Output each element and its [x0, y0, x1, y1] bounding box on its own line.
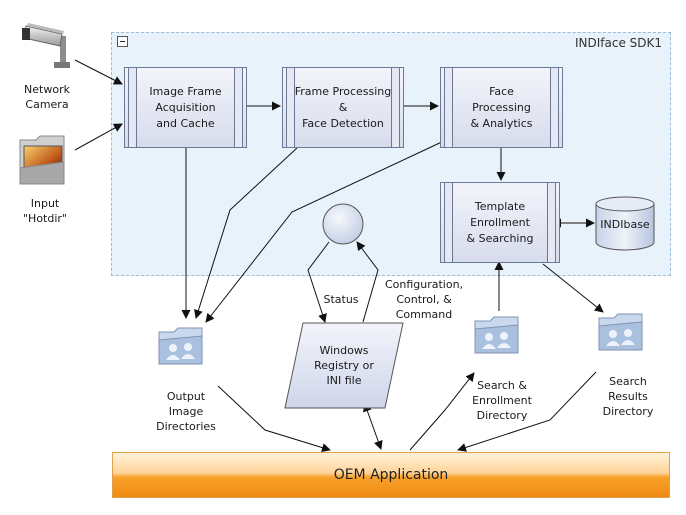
arrow-camera-to-acquisition [74, 59, 123, 85]
arrow-analytics-to-output [205, 139, 447, 323]
sdk-title: INDIface SDK1 [574, 36, 662, 50]
acquisition-label: Image Frame Acquisition and Cache [149, 84, 222, 130]
search-results-label: Search Results Directory [602, 375, 654, 418]
output-folder-icon[interactable] [158, 326, 204, 366]
arrow-status [307, 241, 330, 323]
search-results-folder-icon[interactable] [598, 312, 644, 352]
collapse-icon[interactable] [117, 36, 128, 47]
search-enrollment-folder-icon[interactable] [474, 315, 520, 355]
detection-label: Frame Processing & Face Detection [294, 84, 392, 130]
oem-application-bar[interactable]: OEM Application [112, 452, 670, 498]
arrow-enrollment-to-results [542, 263, 604, 313]
database-icon[interactable] [594, 196, 656, 252]
enrollment-process[interactable]: Template Enrollment & Searching [440, 182, 560, 263]
analytics-label: Face Processing & Analytics [470, 84, 533, 130]
arrow-detection-to-output [194, 147, 298, 319]
hotdir-label: Input "Hotdir" [23, 197, 67, 225]
detection-process[interactable]: Frame Processing & Face Detection [282, 67, 404, 148]
database-label: INDIbase [600, 218, 650, 231]
enrollment-label: Template Enrollment & Searching [466, 199, 534, 245]
output-directories-label: Output Image Directories [156, 390, 216, 433]
arrow-registry-oem [363, 402, 383, 450]
arrow-hotdir-to-acquisition [74, 123, 123, 151]
registry-label: Windows Registry or INI file [314, 344, 374, 387]
status-node-icon [322, 203, 364, 245]
arrow-oem-to-searchdir [409, 372, 475, 451]
search-enrollment-label: Search & Enrollment Directory [472, 379, 532, 422]
network-camera-label: Network Camera [24, 83, 70, 111]
oem-application-label: OEM Application [333, 467, 449, 483]
registry-shape[interactable] [283, 322, 405, 410]
arrow-output-to-oem [217, 385, 331, 452]
photo-folder-icon [19, 135, 65, 185]
arrow-results-to-oem [457, 371, 597, 452]
status-edge-label: Status [323, 293, 359, 306]
analytics-process[interactable]: Face Processing & Analytics [440, 67, 563, 148]
configuration-edge-label: Configuration, Control, & Command [384, 278, 464, 321]
arrow-configuration [356, 241, 379, 323]
acquisition-process[interactable]: Image Frame Acquisition and Cache [124, 67, 247, 148]
security-camera-icon [22, 23, 70, 68]
